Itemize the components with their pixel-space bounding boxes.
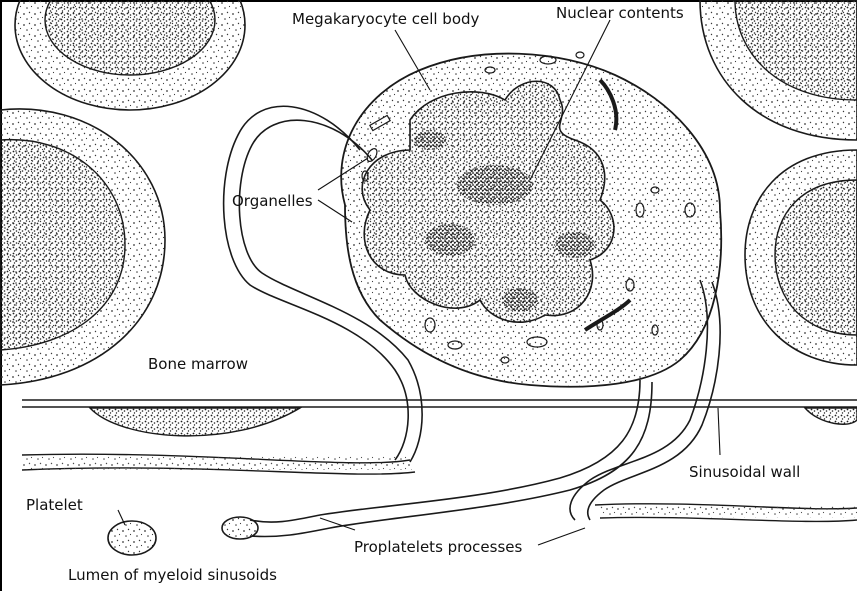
label-bone-marrow: Bone marrow (148, 355, 248, 373)
label-sinusoidal-wall: Sinusoidal wall (689, 463, 800, 481)
label-cell-body: Megakaryocyte cell body (292, 10, 479, 28)
platelet-shape (108, 521, 156, 555)
proplatelet-process-bottom (250, 380, 640, 522)
label-lumen: Lumen of myeloid sinusoids (68, 566, 277, 584)
label-nuclear-contents: Nuclear contents (556, 4, 684, 22)
sinusoidal-wall-shape (22, 400, 857, 521)
neighbor-cell-right (745, 150, 857, 365)
proplatelet-tip (222, 517, 258, 539)
label-proplatelets: Proplatelets processes (354, 538, 522, 556)
label-organelles: Organelles (232, 192, 313, 210)
neighbor-cell-top-right (700, 0, 857, 140)
label-platelet: Platelet (26, 496, 83, 514)
neighbor-cell-top-left (15, 0, 245, 110)
neighbor-cell-left (0, 109, 165, 385)
